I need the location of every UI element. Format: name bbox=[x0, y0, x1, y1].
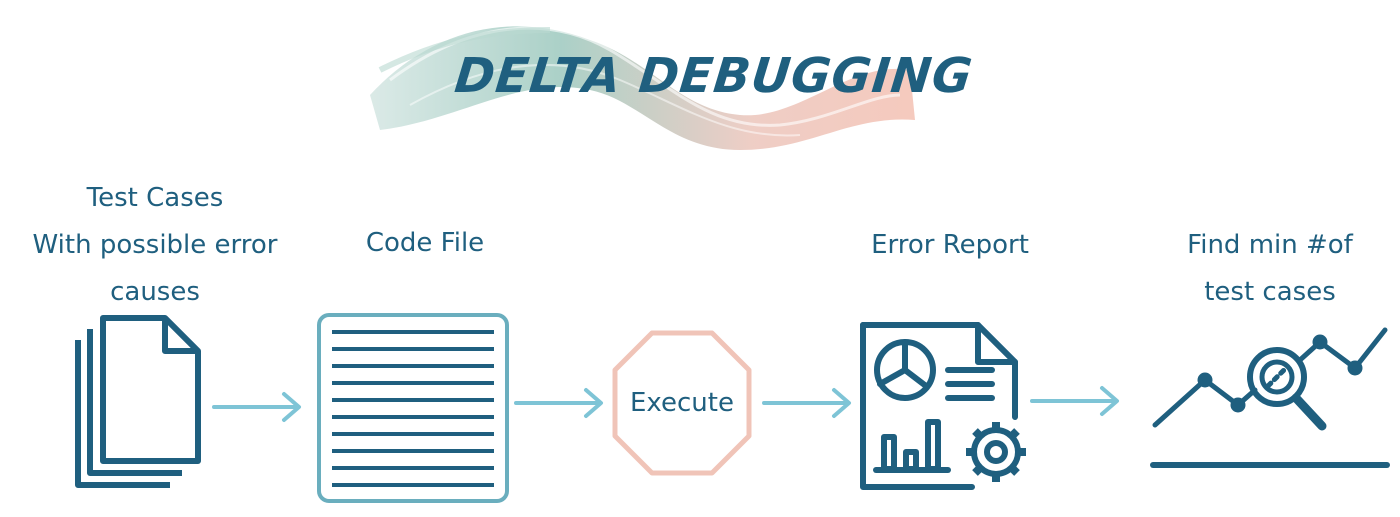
step-label-test-cases: Test Cases With possible error causes bbox=[15, 175, 295, 316]
step-label-execute: Execute bbox=[630, 388, 734, 418]
brush-stroke-background bbox=[370, 26, 915, 150]
step-label-line: Test Cases bbox=[86, 183, 224, 213]
step-label-line: With possible error bbox=[32, 230, 278, 260]
step-label-error-report: Error Report bbox=[840, 222, 1060, 269]
arrow-icon bbox=[762, 388, 851, 418]
step-label-line: Find min #of bbox=[1187, 230, 1353, 260]
documents-icon bbox=[75, 315, 201, 488]
arrow-icon bbox=[1030, 386, 1119, 416]
step-label-line: Error Report bbox=[871, 230, 1029, 260]
step-label-find-min: Find min #of test cases bbox=[1150, 222, 1390, 316]
arrow-icon bbox=[514, 388, 603, 418]
page-title: DELTA DEBUGGING bbox=[452, 48, 976, 104]
arrow-icon bbox=[212, 392, 301, 422]
step-label-code-file: Code File bbox=[320, 220, 530, 267]
step-label-line: test cases bbox=[1204, 277, 1336, 307]
report-icon bbox=[860, 322, 1026, 490]
search-chart-icon bbox=[1150, 327, 1390, 468]
code-file-icon bbox=[317, 313, 509, 503]
step-label-line: causes bbox=[110, 277, 200, 307]
step-label-line: Code File bbox=[365, 228, 485, 258]
octagon-shape bbox=[612, 330, 752, 476]
